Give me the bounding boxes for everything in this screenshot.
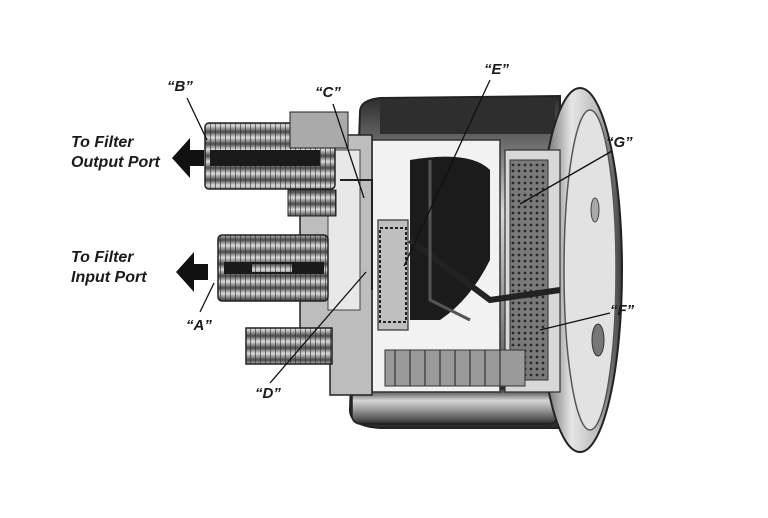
leader-b (186, 97, 208, 141)
output-port-label-line1: To Filter (71, 134, 134, 151)
input-port-label-line2: Input Port (71, 269, 147, 286)
callout-f: “F” (610, 302, 635, 319)
input-port-label-line1: To Filter (71, 249, 134, 266)
callout-leaders (186, 79, 613, 384)
output-flow-arrow (172, 138, 204, 178)
gauge-interior (371, 139, 561, 393)
input-port-label: To Filter Input Port (71, 248, 147, 288)
input-flow-arrow (176, 252, 208, 292)
leader-c (332, 103, 365, 199)
mounting-stud-lower (245, 327, 333, 365)
output-port-label-line2: Output Port (71, 154, 160, 171)
leader-g (519, 150, 613, 205)
callout-c: “C” (315, 84, 341, 101)
mounting-stud-upper (287, 189, 337, 217)
output-port-label: To Filter Output Port (71, 133, 160, 173)
callout-e: “E” (484, 61, 510, 78)
leader-d (269, 271, 367, 384)
callout-g: “G” (606, 134, 633, 151)
leader-f (539, 312, 611, 331)
callout-b: “B” (167, 78, 193, 95)
callout-d: “D” (255, 385, 281, 402)
callout-a: “A” (186, 317, 212, 334)
leader-a (199, 282, 215, 313)
input-port-fitting (217, 234, 329, 302)
output-port-fitting (204, 111, 349, 190)
leader-e (403, 79, 491, 267)
